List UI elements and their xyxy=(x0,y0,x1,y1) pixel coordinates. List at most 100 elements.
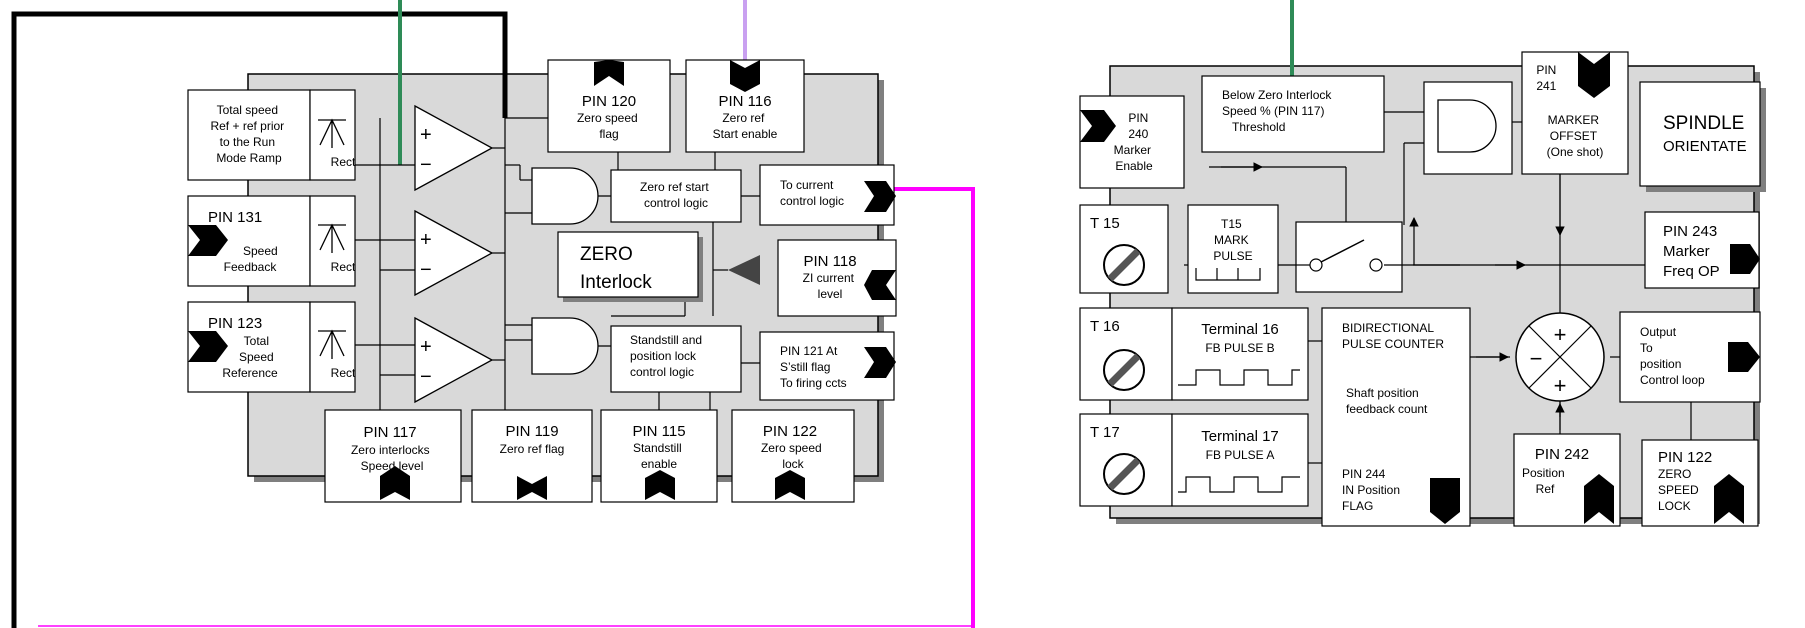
pin-121-line-2: S’still flag xyxy=(780,360,830,374)
pin-121-line-1: PIN 121 At xyxy=(780,344,838,358)
pin-121-box: PIN 121 At S’still flag To firing ccts xyxy=(759,331,896,401)
comparator-1: + − xyxy=(414,104,494,192)
output-arrow-icon xyxy=(864,347,896,378)
comparator-2: + − xyxy=(414,209,494,297)
pin-118-line-3: level xyxy=(818,287,843,301)
pulse-waveform-icon xyxy=(1178,369,1300,386)
t15-label: T 15 xyxy=(1090,215,1120,232)
pin-241-line-2: 241 xyxy=(1536,79,1556,93)
svg-text:T15 MARK PULSE: T15 MARK PULSE xyxy=(1213,217,1252,263)
pin-242-line-2: Position xyxy=(1522,466,1565,480)
input-2-line-2: Speed xyxy=(243,244,278,258)
pin-120-box: PIN 120 Zero speed flag xyxy=(547,59,671,153)
svg-text:Total speed Ref + ref: Total speed Ref + ref prior to the Run M… xyxy=(210,103,287,165)
pin-242-box: PIN 242 Position Ref xyxy=(1513,433,1621,527)
pin-241-box: PIN 241 MARKER OFFSET (One shot) xyxy=(1521,51,1629,175)
pin-119-line-2: Zero ref flag xyxy=(500,442,565,456)
counter-mid-line-1: Shaft position xyxy=(1346,386,1419,400)
threshold-line-3: Threshold xyxy=(1232,120,1285,134)
input-total-speed-reference: PIN 123 Total Speed Reference xyxy=(187,301,356,393)
input-1-line-4: Mode Ramp xyxy=(216,151,282,165)
counter-line-1: BIDIRECTIONAL xyxy=(1342,321,1434,335)
pin-115-title: PIN 115 xyxy=(632,423,685,440)
switch-contact-icon xyxy=(1369,258,1383,272)
pin-118-box: PIN 118 ZI current level xyxy=(728,239,897,317)
spindle-title-box: SPINDLE ORIENTATE xyxy=(1639,81,1766,192)
pin-marker-icon xyxy=(645,470,675,500)
svg-text:Zero ref start control: Zero ref start control logic xyxy=(640,180,712,210)
pin-122-title: PIN 122 xyxy=(763,423,817,440)
input-3-line-4: Reference xyxy=(222,366,278,380)
black-wire xyxy=(11,11,508,628)
input-arrow-icon xyxy=(864,270,896,300)
plus-sign: + xyxy=(420,229,432,251)
input-arrow-icon xyxy=(1080,110,1116,142)
input-1-line-3: to the Run xyxy=(220,135,275,149)
threshold-line-2: Speed % (PIN 117) xyxy=(1222,104,1325,118)
pin-119-title: PIN 119 xyxy=(505,423,558,440)
rect-label-1: Rect xyxy=(331,155,356,169)
t15-mark-line-2: MARK xyxy=(1214,233,1249,247)
pin-241-line-1: PIN xyxy=(1536,63,1556,77)
terminal-17-box: Terminal 17 FB PULSE A xyxy=(1171,413,1309,507)
pin-121-line-3: To firing ccts xyxy=(780,376,847,390)
sum-plus-bottom: + xyxy=(1554,373,1567,398)
plus-sign: + xyxy=(420,336,432,358)
minus-sign: − xyxy=(420,259,432,281)
pin-116-line-2: Zero ref xyxy=(722,111,765,125)
standstill-logic-box: Standstill and position lock control log… xyxy=(610,325,742,393)
t17-label: T 17 xyxy=(1090,424,1120,441)
zero-ref-logic-box: Zero ref start control logic xyxy=(610,169,742,223)
pin-122-box-left: PIN 122 Zero speed lock xyxy=(731,409,855,503)
zero-ref-logic-line-2: control logic xyxy=(644,196,708,210)
pin-116-box: PIN 116 Zero ref Start enable xyxy=(685,59,805,153)
pin-122-line-3: lock xyxy=(782,457,804,471)
pin-240-line-1: PIN xyxy=(1128,111,1148,125)
zero-interlock-diagram: Total speed Ref + ref prior to the Run M… xyxy=(11,0,975,628)
pin-117-box: PIN 117 Zero interlocks Speed level xyxy=(324,409,462,503)
pulse-waveform-icon xyxy=(1195,268,1261,281)
output-arrow-icon xyxy=(1728,342,1760,372)
pin-240-line-3: Marker xyxy=(1114,143,1151,157)
pin-117-line-2: Zero interlocks xyxy=(351,443,430,457)
pin-241-line-3: MARKER xyxy=(1548,113,1600,127)
input-3-line-1: PIN 123 xyxy=(208,315,262,332)
svg-text:Zero speed lock: Zero speed lock xyxy=(761,441,825,471)
magenta-wire xyxy=(893,187,975,628)
to-current-box: To current control logic xyxy=(759,164,896,226)
spindle-orientate-diagram: Below Zero Interlock Speed % (PIN 117) T… xyxy=(1079,0,1766,527)
pin-240-line-2: 240 xyxy=(1128,127,1148,141)
svg-text:PIN 240 Marker: PIN 240 Marker Enable xyxy=(1114,111,1155,173)
svg-text:Position Ref: Position Ref xyxy=(1522,466,1568,496)
pin-122-right-line-4: LOCK xyxy=(1658,499,1691,513)
output-line-4: Control loop xyxy=(1640,373,1705,387)
pulse-waveform-icon xyxy=(1178,476,1300,493)
svg-text:ZI current level: ZI current level xyxy=(803,271,858,301)
pin-242-line-3: Ref xyxy=(1536,482,1555,496)
output-line-2: To xyxy=(1640,341,1653,355)
pin-243-line-3: Freq OP xyxy=(1663,263,1720,280)
terminal-17-title: Terminal 17 xyxy=(1201,428,1279,445)
pin-117-title: PIN 117 xyxy=(363,424,416,441)
t16-label: T 16 xyxy=(1090,318,1120,335)
input-arrow-icon xyxy=(188,331,228,362)
pin-243-line-2: Marker xyxy=(1663,243,1710,260)
pin-marker-icon xyxy=(775,470,805,500)
zero-ref-logic-line-1: Zero ref start xyxy=(640,180,709,194)
spindle-title-1: SPINDLE xyxy=(1663,113,1744,134)
pin-240-box: PIN 240 Marker Enable xyxy=(1079,95,1185,189)
pin-120-line-2: Zero speed xyxy=(577,111,638,125)
pin-241-line-4: OFFSET xyxy=(1550,129,1598,143)
pin-marker-icon xyxy=(730,60,760,92)
pin-118-line-2: ZI current xyxy=(803,271,855,285)
input-2-line-1: PIN 131 xyxy=(208,209,262,226)
pin-241-line-5: (One shot) xyxy=(1547,145,1604,159)
t15-mark-pulse-box: T15 MARK PULSE xyxy=(1187,204,1279,294)
pin-119-box: PIN 119 Zero ref flag xyxy=(471,409,593,503)
and-gate-standstill xyxy=(531,317,599,375)
terminal-17-line-2: FB PULSE A xyxy=(1206,448,1275,462)
pin-122-box-right: PIN 122 ZERO SPEED LOCK xyxy=(1641,439,1759,527)
comparator-3: + − xyxy=(414,316,494,404)
pin-115-line-3: enable xyxy=(641,457,677,471)
standstill-line-2: position lock xyxy=(630,349,697,363)
